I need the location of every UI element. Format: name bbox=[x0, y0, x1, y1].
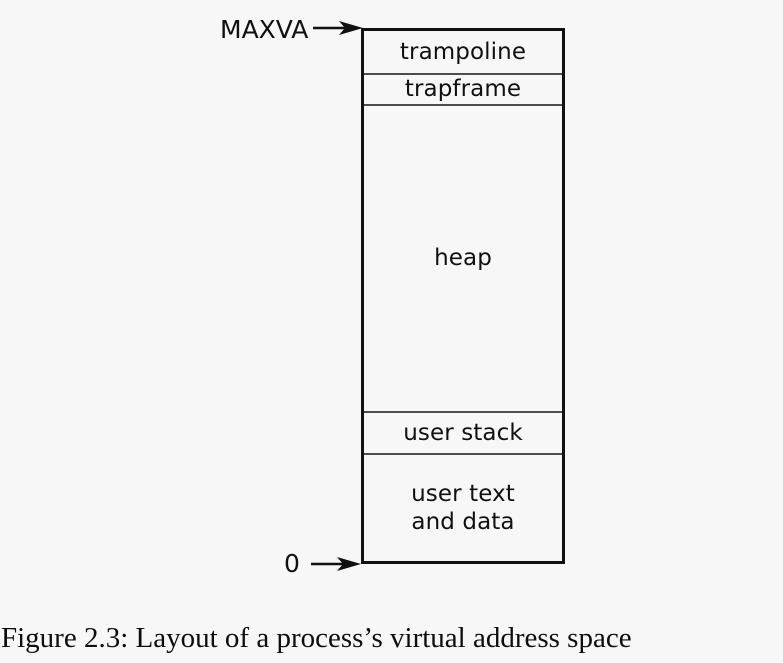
segment-trapframe-label: trapframe bbox=[404, 76, 522, 103]
segment-trampoline: trampoline bbox=[364, 31, 562, 73]
segment-user-text-and-data: user text and data bbox=[364, 455, 562, 561]
zero-address-arrow bbox=[311, 555, 361, 573]
segment-user-text-and-data-label: user text and data bbox=[411, 480, 515, 535]
figure-caption: Figure 2.3: Layout of a process’s virtua… bbox=[1, 622, 632, 654]
divider-trampoline-trapframe bbox=[364, 73, 562, 75]
divider-trapframe-heap bbox=[364, 104, 562, 106]
address-space-box: trampoline trapframe heap user stack use… bbox=[361, 28, 565, 564]
segment-trampoline-label: trampoline bbox=[399, 38, 527, 65]
maxva-arrow bbox=[313, 19, 363, 37]
segment-user-stack: user stack bbox=[364, 413, 562, 453]
segment-heap: heap bbox=[364, 106, 562, 411]
maxva-label: MAXVA bbox=[220, 15, 309, 44]
segment-user-stack-label: user stack bbox=[403, 419, 523, 446]
divider-user-stack-user-text bbox=[364, 453, 562, 455]
segment-trapframe: trapframe bbox=[364, 75, 562, 104]
zero-address-label: 0 bbox=[284, 549, 300, 578]
segment-heap-label: heap bbox=[434, 245, 492, 272]
divider-heap-user-stack bbox=[364, 411, 562, 413]
